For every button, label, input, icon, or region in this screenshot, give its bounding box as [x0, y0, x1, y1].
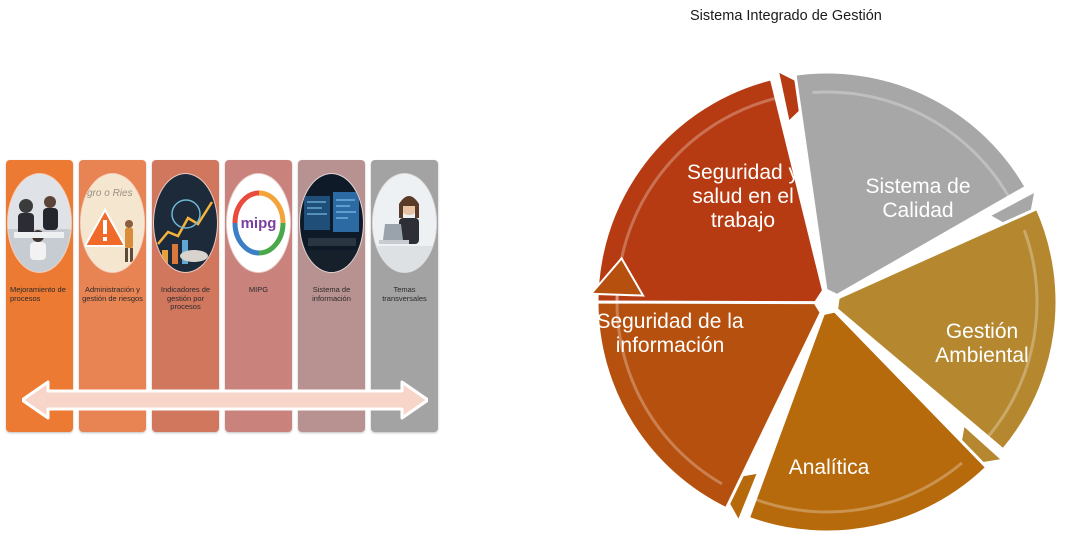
segment-label-seguridad-salud: Seguridad y salud en el trabajo — [686, 161, 800, 232]
double-arrow-icon — [22, 380, 428, 420]
cycle-arrow-ambiental — [971, 229, 1039, 455]
computer-screens-photo-icon — [300, 174, 363, 272]
cycle-arrow-analitica — [734, 461, 963, 514]
process-column-riesgos: gro o Ries Administración y gestión de r… — [79, 160, 146, 432]
process-column-indicadores: Indicadores de gestión por procesos — [152, 160, 219, 432]
business-meeting-photo-icon — [8, 174, 71, 272]
process-label: Mejoramiento de procesos — [10, 285, 66, 303]
arrowhead-icon — [589, 256, 645, 297]
woman-laptop-photo-icon — [373, 174, 436, 272]
segment-analitica — [746, 309, 989, 534]
segment-ambiental — [834, 206, 1059, 452]
process-label: Administración y gestión de riesgos — [82, 285, 143, 303]
cycle-arrow-seguridad-informacion — [615, 279, 723, 486]
mipg-logo-icon: mipg — [227, 174, 290, 272]
cycle-diagram: Seguridad y salud en el trabajo Sistema … — [575, 62, 1069, 554]
process-column-informacion: Sistema de información — [298, 160, 365, 432]
segment-seguridad-salud — [595, 77, 826, 344]
mipg-logo-text: mipg — [241, 215, 277, 232]
process-label: Temas transversales — [382, 285, 427, 303]
segment-label-analitica: Analítica — [788, 456, 870, 479]
analytics-photo-icon — [154, 174, 217, 272]
cycle-title: Sistema Integrado de Gestión — [690, 8, 882, 24]
process-label: Indicadores de gestión por procesos — [160, 285, 211, 311]
thumb-text: gro o Ries — [87, 188, 133, 199]
process-label: MIPG — [248, 285, 269, 294]
segment-label-calidad: Sistema de Calidad — [865, 175, 971, 222]
process-label: Sistema de información — [312, 285, 351, 303]
process-panel: Mejoramiento de procesos gro o Ries Admi… — [6, 160, 442, 436]
segment-calidad — [793, 70, 1029, 298]
process-column-mejoramiento: Mejoramiento de procesos — [6, 160, 73, 432]
process-column-mipg: mipg MIPG — [225, 160, 292, 432]
segment-label-seguridad-informacion: Seguridad de la información — [596, 310, 744, 357]
cycle-svg — [589, 69, 1059, 534]
segment-seguridad-informacion — [595, 300, 823, 511]
risk-warning-photo-icon: gro o Ries — [81, 174, 144, 272]
segment-label-ambiental: Gestión Ambiental — [935, 320, 1029, 367]
cycle-arrow-calidad — [812, 90, 1021, 218]
